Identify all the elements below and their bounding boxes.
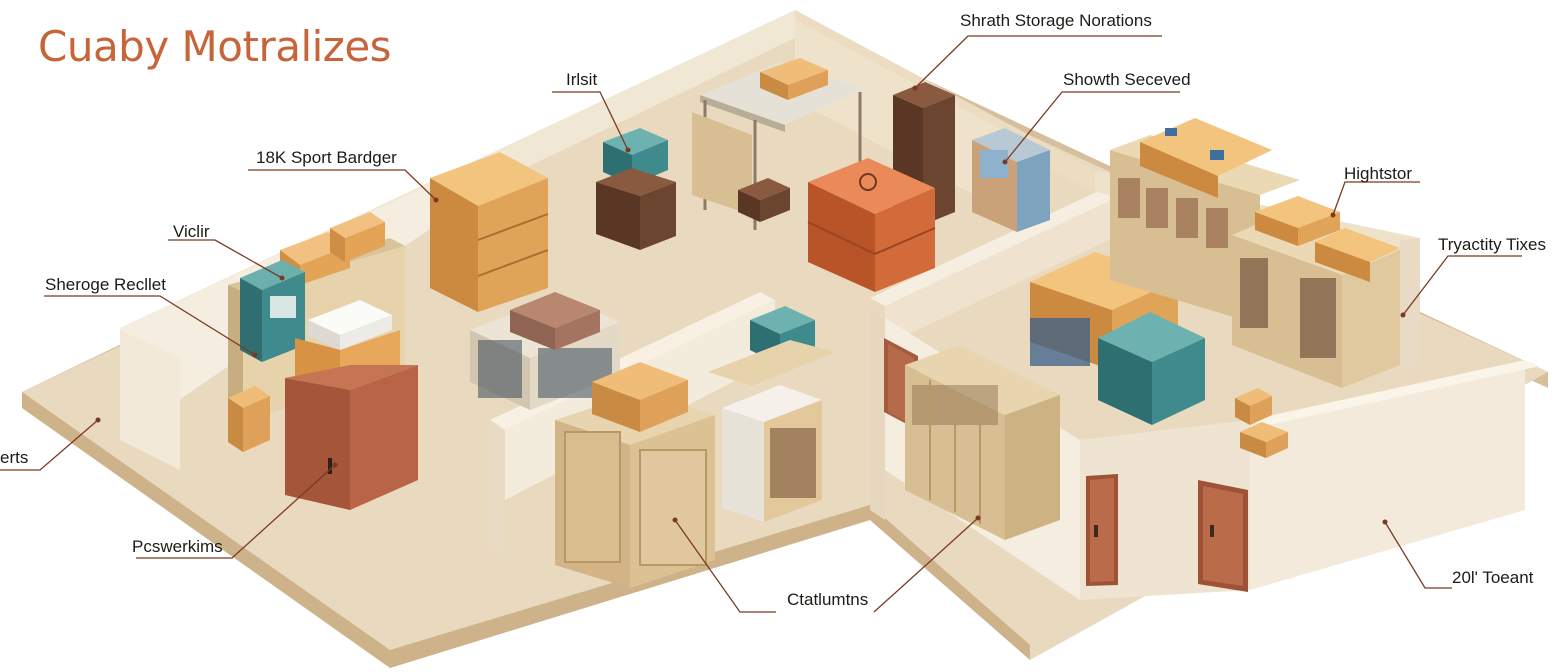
floor-edge-left [22,392,390,668]
callout-hightstor: Hightstor [1344,164,1413,183]
leader-tryactity [1402,255,1522,316]
grid-cabinet [470,292,620,410]
teal-cabinet-left [240,260,305,362]
worktable [692,58,865,230]
wardrobe-right [905,345,1060,540]
callout-shrath-storage-norations: Shrath Storage Norations [960,11,1152,30]
small-boxes-right [1235,388,1288,458]
callout-viclir: Viclir [173,222,210,241]
leader-lines [0,35,1522,613]
floor-edge-right [870,505,1030,660]
leader-showth [1004,91,1180,163]
bookshelf-back [1110,118,1300,325]
right-room-wall-right [1250,360,1525,590]
leader-20l [1384,521,1452,589]
leader-hightstor [1332,181,1420,216]
leader-irlsit [552,91,629,151]
orange-crate [807,158,936,292]
boxes-top-left-shelf [280,212,385,285]
leader-erts [0,419,99,471]
leader-ctatlumtns-right [873,517,979,613]
leader-ctatlumtns-left [674,519,776,613]
callout-pcswerkims: Pcswerkims [132,537,223,556]
right-room-wall-back-face [885,196,1120,345]
wood-cabinet-mid [555,362,715,588]
callout-sheroge-recllet: Sheroge Recllet [45,275,166,294]
door-front-2 [1198,480,1248,592]
bookshelf-front [1232,196,1400,388]
leader-pcswerkims [136,464,336,559]
callout-irlsit: Irlsit [566,70,598,89]
door-front-1 [1086,474,1118,586]
white-box-left [308,300,392,350]
callout-showth-seceved: Showth Seceved [1063,70,1191,89]
small-box-left [228,386,270,452]
leader-sheroge [44,295,256,356]
callout-18k-sport-bardger: 18K Sport Bardger [256,148,397,167]
leader-shrath [914,35,1162,89]
right-room-wall-left [870,310,885,520]
callout-erts: erts [0,448,29,467]
teal-brown-stack [596,128,676,250]
teal-stack-right [1098,312,1205,425]
leader-dots [95,85,1406,525]
mid-wall-face [490,420,505,560]
drawer-cabinet [708,340,835,522]
cardboard-stack-center [430,152,549,312]
left-room-wall [120,330,180,470]
leader-viclir [168,239,283,279]
right-room-wall-right-top [1250,360,1540,426]
callout-20l-toeant: 20l' Toeant [1452,568,1534,587]
leader-18k [248,169,437,201]
right-room-wall-back [870,188,1120,306]
callout-tryactity-tixes: Tryactity Tixes [1438,235,1546,254]
callout-ctatlumtns: Ctatlumtns [787,590,869,609]
diagram-title: Cuaby Motralizes [38,22,392,71]
wardrobe-left [285,365,418,510]
